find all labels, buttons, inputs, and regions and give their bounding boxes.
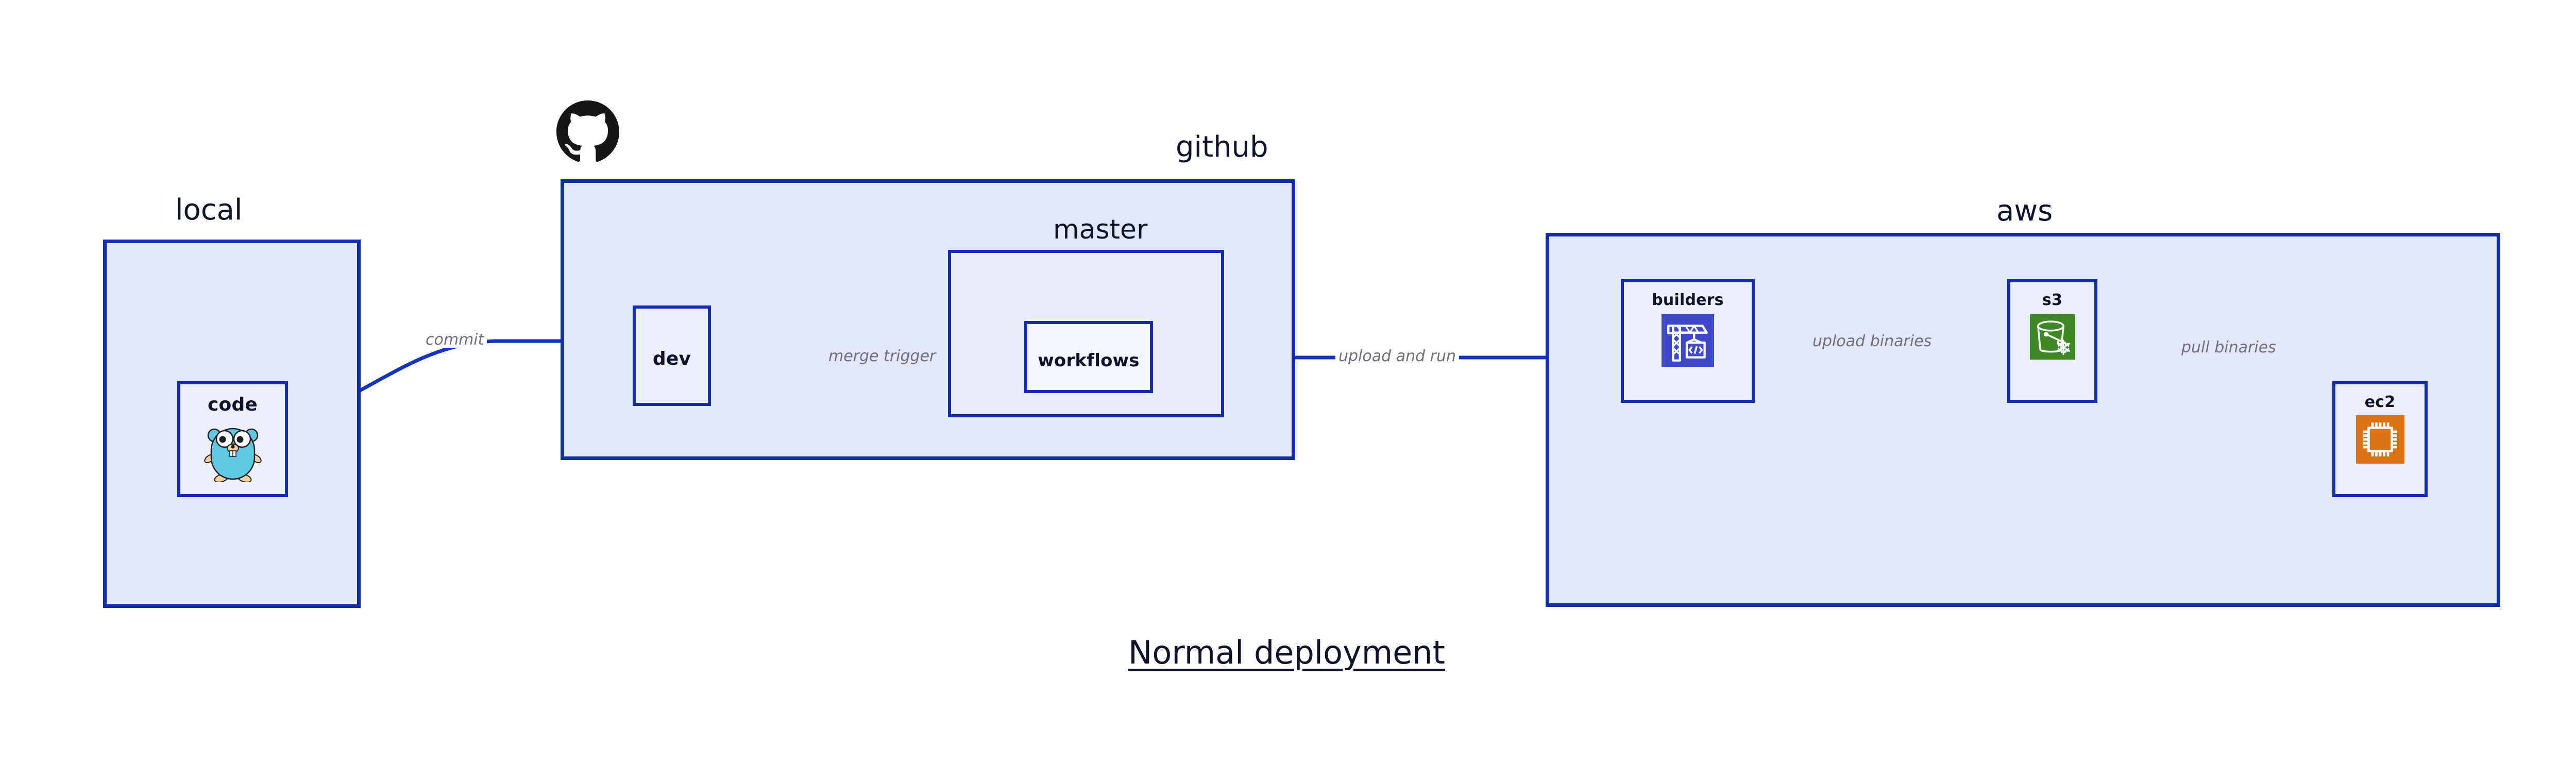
group-caption-local: local xyxy=(175,193,243,227)
node-label-builders: builders xyxy=(1652,291,1724,309)
aws-s3-glacier-icon xyxy=(2029,314,2075,360)
group-caption-aws: aws xyxy=(1996,194,2053,228)
node-code[interactable]: code xyxy=(177,381,288,497)
node-workflows[interactable]: workflows xyxy=(1024,321,1153,393)
github-octocat-icon xyxy=(556,100,619,162)
node-ec2[interactable]: ec2 xyxy=(2332,381,2428,497)
edge-label-upload-binaries: upload binaries xyxy=(1809,334,1935,349)
node-label-workflows: workflows xyxy=(1038,350,1140,371)
node-label-ec2: ec2 xyxy=(2364,393,2396,411)
group-caption-master: master xyxy=(1053,214,1148,245)
go-gopher-icon xyxy=(204,428,262,482)
aws-ec2-icon xyxy=(2355,415,2404,464)
edge-label-merge-trigger: merge trigger xyxy=(825,349,939,364)
edge-label-pull-binaries: pull binaries xyxy=(2178,340,2279,355)
edge-label-upload-and-run: upload and run xyxy=(1335,349,1460,364)
node-label-s3: s3 xyxy=(2042,291,2063,309)
aws-codebuild-icon xyxy=(1662,314,1714,367)
node-label-dev: dev xyxy=(652,348,691,369)
edge-label-commit: commit xyxy=(422,332,487,348)
node-label-code: code xyxy=(207,394,258,415)
page-title: Normal deployment xyxy=(1128,634,1445,671)
node-builders[interactable]: builders xyxy=(1621,279,1755,403)
node-s3[interactable]: s3 xyxy=(2007,279,2097,403)
node-dev[interactable]: dev xyxy=(633,305,711,406)
group-caption-github: github xyxy=(1176,130,1268,164)
